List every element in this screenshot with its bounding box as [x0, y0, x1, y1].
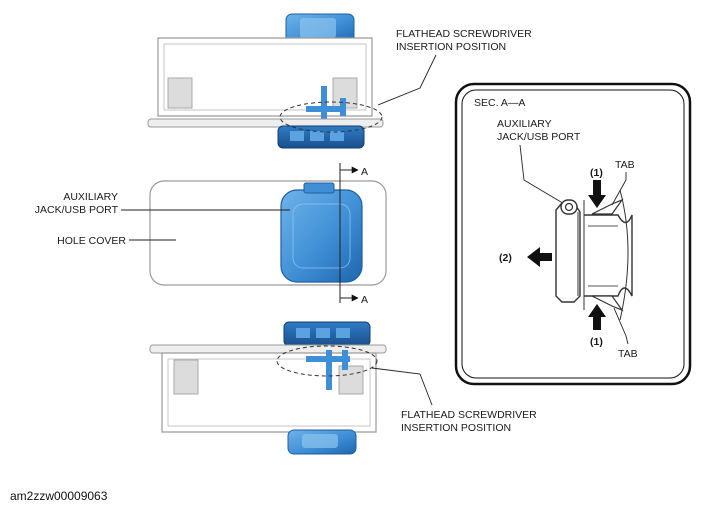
section-housing [584, 214, 633, 297]
insertion-ellipse-top [279, 101, 383, 133]
label-step1-top: (1) [590, 167, 603, 179]
label-screwdriver-top-line2: INSERTION POSITION [396, 41, 506, 53]
arrow-step1-bottom [588, 304, 606, 330]
label-screwdriver-bottom-line1: FLATHEAD SCREWDRIVER [401, 409, 537, 421]
section-mark-top: A [361, 166, 368, 178]
section-mark-bottom: A [361, 294, 368, 306]
arrow-step2 [527, 247, 552, 267]
label-step2: (2) [499, 252, 512, 264]
bottom-flange [149, 344, 387, 354]
label-aux-port-line1: AUXILIARY [63, 191, 118, 203]
clip-right-bottom [338, 365, 364, 395]
clip-left-top [167, 77, 193, 109]
bottom-cover-body [161, 352, 377, 433]
section-title: SEC. A—A [474, 97, 525, 109]
arrow-step1-top [588, 180, 606, 208]
label-screwdriver-top-line1: FLATHEAD SCREWDRIVER [396, 28, 532, 40]
label-step1-bottom: (1) [590, 336, 603, 348]
figure-code: am2zzw00009063 [10, 489, 108, 503]
section-view: SEC. A—A AUXILIARY JACK/USB PORT (1) (1)… [454, 82, 692, 386]
label-hole-cover-text: HOLE COVER [57, 235, 126, 247]
top-view [147, 13, 384, 149]
front-view [149, 163, 387, 303]
label-aux-port-line2: JACK/USB PORT [35, 204, 119, 216]
label-tab-bottom: TAB [618, 348, 638, 360]
label-hole-cover: HOLE COVER [57, 235, 176, 247]
bottom-view [149, 321, 387, 455]
label-aux-port: AUXILIARY JACK/USB PORT [35, 191, 290, 216]
top-cover-body [157, 37, 373, 117]
section-aux-port-line1: AUXILIARY [497, 118, 552, 130]
insertion-ellipse-bottom [276, 345, 378, 377]
top-flange [147, 118, 384, 128]
label-screwdriver-top: FLATHEAD SCREWDRIVER INSERTION POSITION [377, 28, 532, 106]
clip-left-bottom [173, 359, 199, 395]
section-aux-port-line2: JACK/USB PORT [497, 131, 581, 143]
section-port-body [555, 202, 581, 303]
label-tab-top: TAB [615, 159, 635, 171]
label-screwdriver-bottom: FLATHEAD SCREWDRIVER INSERTION POSITION [371, 367, 537, 434]
label-screwdriver-bottom-line2: INSERTION POSITION [401, 422, 511, 434]
